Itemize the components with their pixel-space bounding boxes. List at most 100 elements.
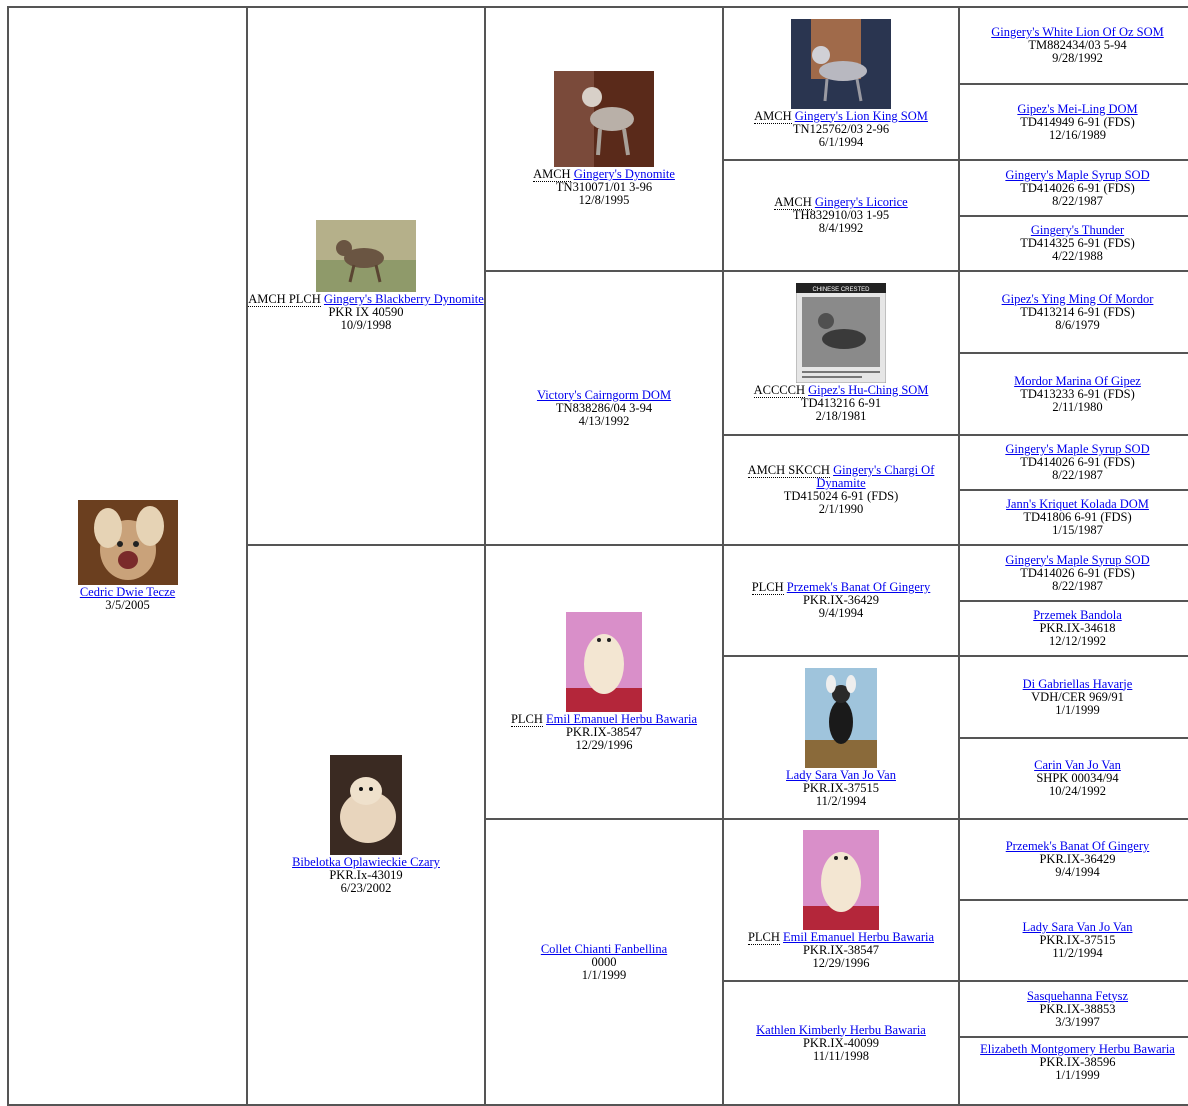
registration-number: PKR.IX-38596 <box>1039 1055 1116 1069</box>
gen5-cell: Jann's Kriquet Kolada DOM TD41806 6-91 (… <box>960 491 1188 546</box>
dog-photo <box>803 830 879 930</box>
gen5-cell: Przemek's Banat Of Gingery PKR.IX-36429 … <box>960 820 1188 901</box>
ancestor-link[interactable]: Gipez's Mei-Ling DOM <box>1017 101 1138 116</box>
ancestor-link[interactable]: Przemek Bandola <box>1033 608 1122 622</box>
registration-number: TD413233 6-91 (FDS) <box>1020 386 1135 401</box>
birth-date: 8/4/1992 <box>818 221 864 235</box>
ancestor-link[interactable]: Gingery's Maple Syrup SOD <box>1005 442 1150 456</box>
birth-date: 6/1/1994 <box>818 134 864 149</box>
registration-number: TD415024 6-91 (FDS) <box>783 489 899 503</box>
subject-name-link[interactable]: Cedric Dwie Tecze <box>79 585 176 599</box>
title-abbr: AMCH <box>754 108 792 124</box>
ancestor-link[interactable]: Elizabeth Montgomery Herbu Bawaria <box>980 1042 1175 1056</box>
dog-photo <box>316 220 416 292</box>
ancestor-link[interactable]: Kathlen Kimberly Herbu Bawaria <box>756 1022 926 1037</box>
birth-date: 3/3/1997 <box>1055 1014 1100 1029</box>
ancestor-link[interactable]: Carin Van Jo Van <box>1034 758 1121 772</box>
ancestor-link[interactable]: Gipez's Ying Ming Of Mordor <box>1001 291 1154 306</box>
gen5-cell: Gingery's Maple Syrup SOD TD414026 6-91 … <box>960 161 1188 217</box>
registration-number: SHPK 00034/94 <box>1036 771 1119 785</box>
birth-date: 2/11/1980 <box>1052 399 1103 414</box>
ancestor-link[interactable]: Collet Chianti Fanbellina <box>540 941 668 956</box>
registration-number: PKR.IX-36429 <box>802 593 880 607</box>
title-abbr: PLCH <box>747 930 780 945</box>
birth-date: 12/12/1992 <box>1049 634 1106 648</box>
ancestor-link[interactable]: Gingery's White Lion Of Oz SOM <box>991 25 1164 39</box>
title-abbr: PLCH <box>510 712 543 727</box>
ancestor-link[interactable]: Gingery's Thunder <box>1030 223 1125 237</box>
birth-date: 10/9/1998 <box>340 318 392 332</box>
gen5-cell: Sasquehanna Fetysz PKR.IX-38853 3/3/1997 <box>960 982 1188 1038</box>
ancestor-link[interactable]: Emil Emanuel Herbu Bawaria <box>546 712 698 726</box>
ancestor-link[interactable]: Przemek's Banat Of Gingery <box>786 580 931 594</box>
ancestor-link[interactable]: Gingery's Chargi Of Dynamite <box>816 463 935 490</box>
birth-date: 1/1/1999 <box>1055 1068 1100 1082</box>
dog-photo <box>566 612 642 712</box>
birth-date: 4/22/1988 <box>1052 249 1103 263</box>
registration-number: TD413214 6-91 (FDS) <box>1020 304 1135 319</box>
title-abbr: AMCH <box>774 195 812 210</box>
title-abbr: PLCH <box>751 580 784 595</box>
sire-cell: AMCH PLCH Gingery's Blackberry Dynomite … <box>248 6 486 546</box>
registration-number: PKR.IX-38853 <box>1039 1001 1116 1016</box>
gen5-cell: Gipez's Ying Ming Of Mordor TD413214 6-9… <box>960 272 1188 354</box>
birth-date: 11/11/1998 <box>812 1048 870 1063</box>
book-page-photo: CHINESE CRESTED <box>796 283 886 383</box>
ancestor-link[interactable]: Jann's Kriquet Kolada DOM <box>1006 497 1149 511</box>
subject-cell: Cedric Dwie Tecze 3/5/2005 <box>7 6 248 1106</box>
birth-date: 12/8/1995 <box>578 193 630 207</box>
birth-date: 8/22/1987 <box>1052 578 1103 593</box>
dog-photo <box>77 500 178 585</box>
registration-number: PKR IX 40590 <box>328 305 404 319</box>
ancestor-link[interactable]: Lady Sara Van Jo Van <box>1022 920 1133 934</box>
ancestor-link[interactable]: Gingery's Licorice <box>814 195 908 209</box>
registration-number: TN310071/01 3-96 <box>555 180 653 194</box>
birth-date: 6/23/2002 <box>340 881 392 895</box>
gen4-cell: Lady Sara Van Jo Van PKR.IX-37515 11/2/1… <box>724 657 960 820</box>
pedigree-table: Cedric Dwie Tecze 3/5/2005 AMCH PLCH Gin… <box>7 6 1188 1106</box>
gen5-cell: Elizabeth Montgomery Herbu Bawaria PKR.I… <box>960 1038 1188 1106</box>
registration-number: PKR.IX-38547 <box>802 943 880 957</box>
gen4-cell: PLCH Przemek's Banat Of Gingery PKR.IX-3… <box>724 546 960 657</box>
birth-date: 11/2/1994 <box>815 793 867 808</box>
dog-photo <box>791 18 891 109</box>
ancestor-link[interactable]: Gipez's Hu-Ching SOM <box>808 383 929 397</box>
birth-date: 8/6/1979 <box>1055 317 1100 332</box>
ancestor-link[interactable]: Gingery's Lion King SOM <box>794 108 928 123</box>
registration-number: PKR.IX-38547 <box>565 725 643 739</box>
registration-number: TD413216 6-91 <box>800 396 882 410</box>
registration-number: TN125762/03 2-96 <box>792 121 890 136</box>
birth-date: 10/24/1992 <box>1049 784 1106 798</box>
birth-date: 3/5/2005 <box>105 598 150 612</box>
ancestor-link[interactable]: Przemek's Banat Of Gingery <box>1005 839 1150 853</box>
ancestor-link[interactable]: Gingery's Maple Syrup SOD <box>1005 552 1150 567</box>
title-abbr: AMCH <box>533 167 571 182</box>
sire-name-link[interactable]: Gingery's Blackberry Dynomite <box>323 292 484 306</box>
registration-number: TD41806 6-91 (FDS) <box>1023 510 1132 524</box>
ancestor-link[interactable]: Di Gabriellas Havarje <box>1022 676 1133 691</box>
dog-photo <box>330 755 402 855</box>
gen3-cell: Victory's Cairngorm DOM TN838286/04 3-94… <box>486 272 724 546</box>
ancestor-link[interactable]: Lady Sara Van Jo Van <box>786 767 896 782</box>
gen3-cell: PLCH Emil Emanuel Herbu Bawaria PKR.IX-3… <box>486 546 724 820</box>
title-abbr: ACCCCH <box>753 383 805 398</box>
registration-number: VDH/CER 969/91 <box>1031 689 1124 704</box>
ancestor-link[interactable]: Mordor Marina Of Gipez <box>1014 373 1141 388</box>
gen4-cell: PLCH Emil Emanuel Herbu Bawaria PKR.IX-3… <box>724 820 960 982</box>
gen5-cell: Gingery's Maple Syrup SOD TD414026 6-91 … <box>960 436 1188 491</box>
gen5-cell: Lady Sara Van Jo Van PKR.IX-37515 11/2/1… <box>960 901 1188 982</box>
registration-number: TD414026 6-91 (FDS) <box>1020 455 1135 469</box>
gen4-cell: AMCH Gingery's Lion King SOM TN125762/03… <box>724 6 960 161</box>
gen5-cell: Gingery's Maple Syrup SOD TD414026 6-91 … <box>960 546 1188 602</box>
registration-number: TD414026 6-91 (FDS) <box>1020 565 1135 580</box>
ancestor-link[interactable]: Sasquehanna Fetysz <box>1026 988 1129 1003</box>
dog-photo <box>554 71 654 167</box>
dam-name-link[interactable]: Bibelotka Oplawieckie Czary <box>292 855 440 869</box>
registration-number: TH832910/03 1-95 <box>792 208 890 222</box>
registration-number: 0000 <box>591 954 617 969</box>
ancestor-link[interactable]: Gingery's Maple Syrup SOD <box>1005 167 1150 182</box>
registration-number: TD414026 6-91 (FDS) <box>1020 180 1135 195</box>
ancestor-link[interactable]: Gingery's Dynomite <box>573 167 675 181</box>
ancestor-link[interactable]: Victory's Cairngorm DOM <box>536 387 672 402</box>
ancestor-link[interactable]: Emil Emanuel Herbu Bawaria <box>783 930 935 944</box>
